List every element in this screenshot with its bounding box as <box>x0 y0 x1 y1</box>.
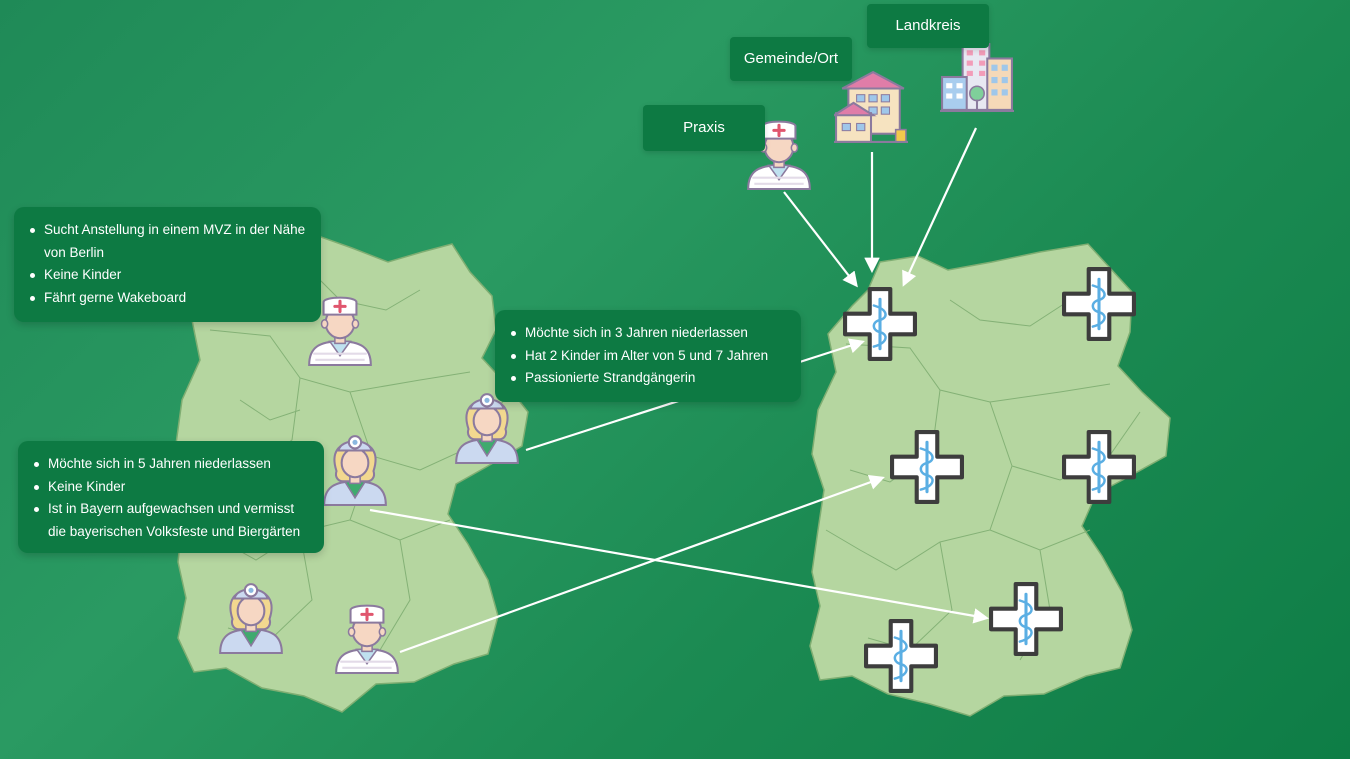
list-item: Hat 2 Kinder im Alter von 5 und 7 Jahren <box>511 345 787 368</box>
house-icon <box>834 71 908 143</box>
list-item: Keine Kinder <box>34 476 310 499</box>
profile-card-2-list: Möchte sich in 3 Jahren niederlassen Hat… <box>511 322 787 390</box>
list-item: Fährt gerne Wakeboard <box>30 287 307 310</box>
profile-card-1-list: Sucht Anstellung in einem MVZ in der Näh… <box>30 219 307 309</box>
city-buildings-icon <box>940 43 1014 112</box>
profile-card-1: Sucht Anstellung in einem MVZ in der Näh… <box>14 207 321 322</box>
list-item: Möchte sich in 5 Jahren niederlassen <box>34 453 310 476</box>
list-item: Passionierte Strandgängerin <box>511 367 787 390</box>
label-praxis: Praxis <box>643 105 765 151</box>
list-item: Ist in Bayern aufgewachsen und vermisst … <box>34 498 310 543</box>
germany-map-right <box>809 243 1171 717</box>
arrow-praxis-to-cross <box>783 191 858 288</box>
arrow-landkreis-to-cross <box>902 127 977 287</box>
profile-card-2: Möchte sich in 3 Jahren niederlassen Hat… <box>495 310 801 402</box>
profile-card-3-list: Möchte sich in 5 Jahren niederlassen Kei… <box>34 453 310 543</box>
list-item: Möchte sich in 3 Jahren niederlassen <box>511 322 787 345</box>
list-item: Sucht Anstellung in einem MVZ in der Näh… <box>30 219 307 264</box>
label-gemeinde-ort: Gemeinde/Ort <box>730 37 852 81</box>
arrow-male-south-to-west <box>399 474 885 654</box>
connection-arrows <box>369 127 990 654</box>
list-item: Keine Kinder <box>30 264 307 287</box>
arrow-female-mid-to-bavaria <box>369 508 990 624</box>
profile-card-3: Möchte sich in 5 Jahren niederlassen Kei… <box>18 441 324 553</box>
label-landkreis: Landkreis <box>867 4 989 48</box>
